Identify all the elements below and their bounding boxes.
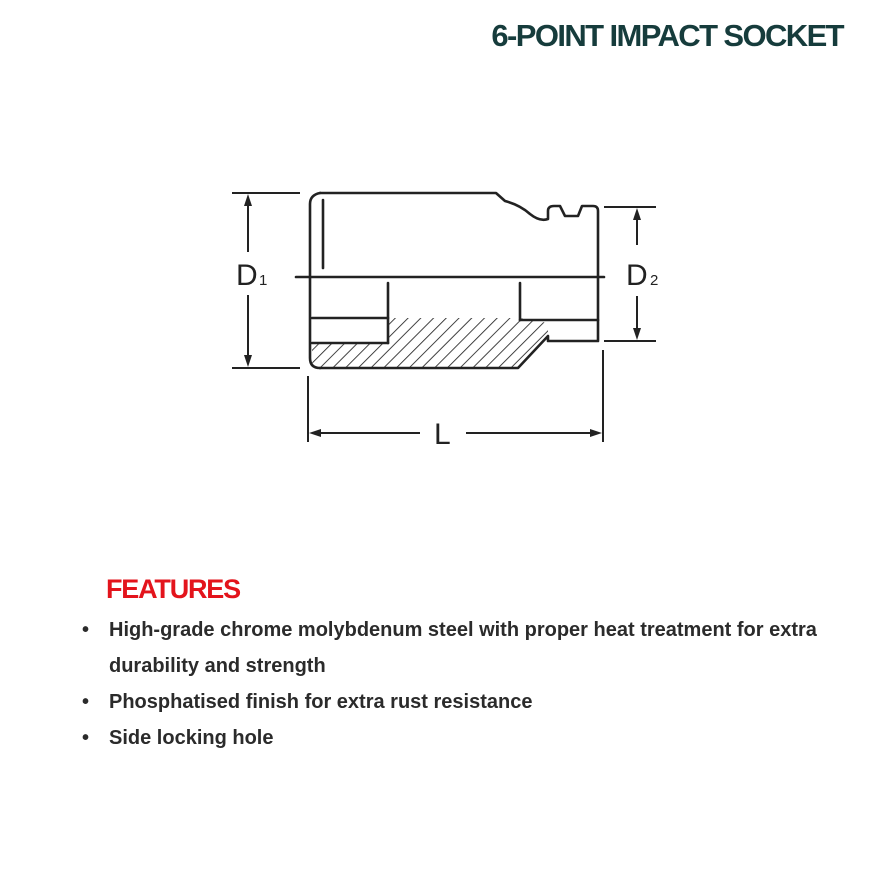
bullet-icon: • (82, 727, 90, 749)
length-label: L (434, 418, 451, 451)
bullet-icon: • (82, 619, 90, 641)
length-dimension (307, 350, 604, 442)
bullet-icon: • (82, 691, 90, 713)
feature-text: Side locking hole (109, 727, 274, 749)
features-list: • High-grade chrome molybdenum steel with… (78, 612, 848, 756)
features-heading: FEATURES (106, 574, 241, 604)
d1-label: D (236, 259, 258, 292)
list-item: • Side locking hole (78, 720, 848, 756)
page-title: 6-POINT IMPACT SOCKET (491, 18, 844, 53)
feature-text: High-grade chrome molybdenum steel with … (109, 619, 817, 677)
d1-subscript: 1 (259, 272, 267, 289)
d2-subscript: 2 (650, 272, 658, 289)
list-item: • Phosphatised finish for extra rust resi… (78, 684, 848, 720)
list-item: • High-grade chrome molybdenum steel with… (78, 612, 848, 684)
d2-label: D (626, 259, 648, 292)
d1-dimension (232, 192, 300, 369)
d2-dimension (604, 206, 656, 342)
section-hatch (312, 318, 548, 368)
feature-text: Phosphatised finish for extra rust resis… (109, 691, 533, 713)
